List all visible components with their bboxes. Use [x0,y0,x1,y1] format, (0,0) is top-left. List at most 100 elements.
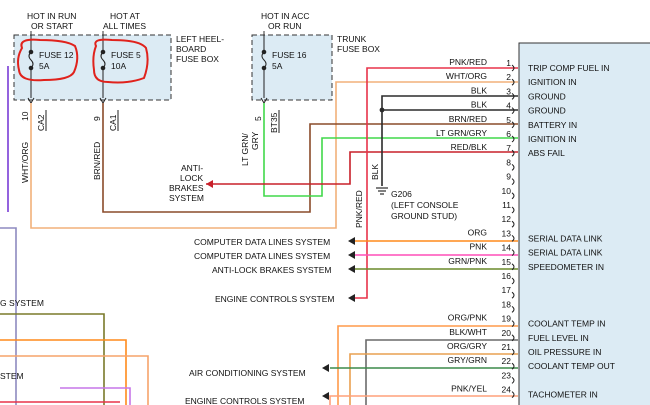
connector-pin-14: 14 PNK SERIAL DATA LINK [470,242,603,258]
wire-label-wht-org: WHT/ORG [20,142,30,183]
connector-pin-12: 12 [502,214,515,228]
connector-pin-16: 16 [502,271,515,285]
pin-number: 7 [506,143,511,153]
connector-pin-20: 20 BLK/WHT FUEL LEVEL IN [449,327,589,343]
wire-violet-left [60,387,131,405]
pin-number: 6 [506,129,511,139]
pin-number: 18 [502,299,512,309]
ground-line-2: GROUND STUD) [391,211,457,221]
pin-terminal-icon [511,149,515,157]
fuse-12-name: FUSE 12 [39,50,74,60]
pin-number: 23 [502,370,512,380]
abs-label-3: BRAKES [169,183,204,193]
pin-function: TACHOMETER IN [528,390,598,400]
label-hot-run-1: HOT IN RUN [27,11,76,21]
wire-label-pnk-red: PNK/RED [354,190,364,228]
pin-wire-color: GRY/GRN [447,355,487,365]
pin-terminal-icon [511,220,515,228]
connector-pin-8: 8 [506,157,515,171]
pin-number: 9 [506,172,511,182]
pin-number: 20 [502,328,512,338]
wire-label-lt-grn-1: LT GRN/ [240,133,250,166]
left-box-label-2: BOARD [176,44,206,54]
pin-wire-color: GRN/PNK [448,256,487,266]
label-hot-acc-2: OR RUN [268,21,302,31]
abs-label-1: ANTI- [181,163,203,173]
pin-number: 17 [502,285,512,295]
system-label-engine-1: ENGINE CONTROLS SYSTEM [215,294,335,304]
pin-function: FUEL LEVEL IN [528,333,589,343]
pin-number: 3 [506,86,511,96]
wire-label-lt-grn-2: GRY [250,131,260,150]
pin-function: COOLANT TEMP OUT [528,361,615,371]
pin-function: SERIAL DATA LINK [528,248,603,258]
pin-wire-color: BLK [471,85,487,95]
pin-function: ABS FAIL [528,148,565,158]
pin-terminal-icon [511,263,515,271]
system-label-engine-2: ENGINE CONTROLS SYSTEM [185,396,305,405]
pin-wire-color: PNK [470,242,488,252]
left-box-label-3: FUSE BOX [176,54,219,64]
pin-number: 14 [502,243,512,253]
pin-terminal-icon [511,291,515,299]
pin-terminal-icon [511,164,515,171]
annotation-fuse-5 [92,38,149,84]
pin-function: IGNITION IN [528,134,577,144]
label-hot-acc-1: HOT IN ACC [261,11,310,21]
fuse-16-amp: 5A [272,61,283,71]
fuse-12-amp: 5A [39,61,50,71]
wire-blk-wht-20 [365,339,518,405]
pin-wire-color: BLK [471,100,487,110]
trunk-box-label-1: TRUNK [337,34,367,44]
pin-number: 16 [502,271,512,281]
wire-orange-left [0,339,127,405]
label-hot-run-2: OR START [31,21,73,31]
pin-wire-color: BLK/WHT [449,327,487,337]
abs-label-4: SYSTEM [169,193,204,203]
connector-pin-23: 23 [502,370,515,384]
cut-system-label-1: G SYSTEM [0,298,44,308]
cluster-connector [518,42,650,405]
fuse-5-name: FUSE 5 [111,50,141,60]
pin-number: 11 [502,200,511,210]
pin-number: 24 [502,385,512,395]
pin-wire-color: BRN/RED [449,114,487,124]
wire-grn-pnk-15 [348,265,518,273]
system-label-cdl-1: COMPUTER DATA LINES SYSTEM [194,237,330,247]
wire-gry-grn-22 [322,364,518,372]
pin-terminal-icon [511,78,515,86]
pin-function: GROUND [528,91,566,101]
connector-pin-10: 10 [502,186,515,200]
pin-wire-color: RED/BLK [451,142,488,152]
wire-pnk-yel-24 [322,392,518,405]
pin-wire-color: WHT/ORG [446,71,487,81]
connector-pin-3: 3 BLK GROUND [471,85,566,101]
ground-g206: G206 [391,189,412,199]
pin-function: BATTERY IN [528,120,577,130]
pin-10-label: 10 [20,111,30,121]
wire-org-pnk-19 [337,325,518,405]
pin-terminal-icon [511,192,515,200]
annotation-fuse-12 [17,38,79,82]
pin-wire-color: ORG/PNK [448,313,488,323]
pin-function: IGNITION IN [528,77,577,87]
pin-terminal-icon [511,362,515,370]
pin-function: SERIAL DATA LINK [528,233,603,243]
ground-line-1: (LEFT CONSOLE [391,200,459,210]
pin-function: GROUND [528,106,566,116]
pin-terminal-icon [511,121,515,129]
pin-terminal-icon [511,306,515,313]
pin-number: 13 [502,228,512,238]
pin-terminal-icon [511,320,515,327]
connector-pin-18: 18 [502,299,515,313]
pin-terminal-icon [511,64,515,72]
pin-wire-color: ORG [468,227,487,237]
pin-function: COOLANT TEMP IN [528,319,605,329]
